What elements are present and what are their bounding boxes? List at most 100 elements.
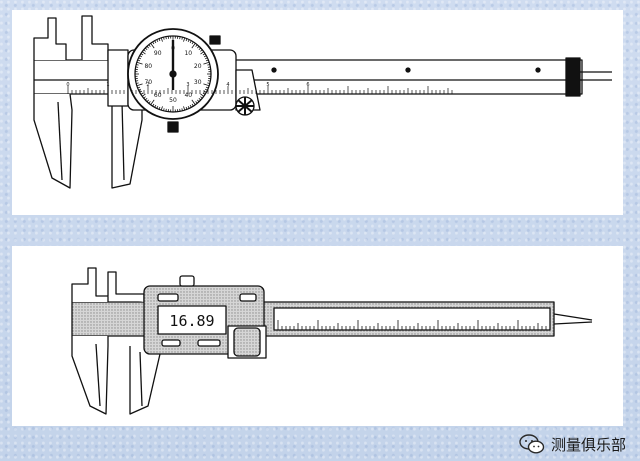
dial-tick [143,96,146,99]
dial-tick [160,37,163,42]
dial-tick [137,59,141,62]
dial-tick [207,64,210,66]
dial-tick [136,61,143,65]
dial-tick [158,106,161,110]
dial-tick [198,98,201,101]
dial-tick [140,53,144,56]
dial-tick [150,43,155,49]
lower-sliding-jaw [111,94,143,189]
dial-tick [189,40,192,44]
dial-tick [152,41,155,45]
dial-number: 70 [144,79,152,86]
dial-tick [163,108,165,111]
dial-tick [142,51,146,55]
dial-tick [160,106,163,111]
dial-tick [200,49,203,52]
dial-tick [140,92,144,95]
dial-tick [204,88,208,91]
dial-tick [200,51,204,55]
digital-scale-strip [273,307,551,331]
dial-tick [203,90,207,93]
dial-tick [142,93,146,97]
dial-number: 50 [169,97,177,104]
dial-number: 40 [184,92,192,99]
dial-tick [181,108,183,111]
dial-tick [205,59,209,62]
dial-tick [138,88,142,91]
dial-tick [181,37,183,40]
digital-caliper-panel: 16.89 [12,246,623,426]
dial-tick [187,105,190,109]
wechat-icon [519,434,545,454]
dial-tick [204,57,208,60]
beam-number: 1 [106,82,109,88]
beam-ticks [67,86,453,94]
digital-scale-ticks [277,320,547,330]
upper-sliding-jaw [81,15,109,60]
dial-tick [200,93,204,97]
dial-tick [136,64,139,66]
dial-tick [183,106,186,111]
dial-tick [154,40,157,44]
digital-button [157,293,179,302]
dial-tick [148,101,151,104]
dial-tick [203,83,210,87]
thumb-roller [233,327,261,357]
dial-ticks [135,36,211,112]
digital-lower-fixed-jaw [71,336,109,415]
dial-tick [146,46,149,49]
dial-tick [183,37,186,42]
watermark: 测量俱乐部 [519,433,626,455]
dial-tick [203,55,207,58]
dial-tick [185,106,188,110]
dial-tick [191,103,194,107]
dial-tick [185,38,188,42]
dial-tick [198,47,201,50]
dial-tick [156,39,159,43]
dial-tick [203,61,210,65]
digital-button [239,293,257,302]
dial-number: 60 [154,92,162,99]
dial-number: 10 [184,50,192,57]
dial-tick [195,44,198,47]
dial-tick [143,49,146,52]
beam-number: 4 [226,82,229,88]
dial-tick [136,83,143,87]
dial-tick [150,99,155,105]
dial-number: 90 [154,50,162,57]
dial-tick [207,82,210,84]
beam-number: 0 [66,82,69,88]
dial-tick [189,104,192,108]
dial-tick [191,43,196,49]
dial-tick [205,86,209,89]
dial-tick [187,39,190,43]
dial-tick [138,57,142,60]
watermark-text: 测量俱乐部 [550,435,626,454]
dial-tick [202,53,206,56]
dial-number: 0 [171,45,175,52]
dial-tick [154,104,157,108]
lcd-display [157,305,227,335]
dial-tick [137,86,141,89]
dial-tick [197,46,200,49]
lcd-readout: 16.89 [169,312,214,330]
digital-upper-fixed-jaw [71,267,109,302]
dial-tick [148,44,151,47]
dial-tick [146,99,149,102]
dial-tick [200,96,203,99]
beam-end-cap [565,57,581,97]
beam-number: 6 [306,82,309,88]
digital-button [197,339,221,347]
beam-number: 5 [266,82,269,88]
dial-number: 30 [194,79,202,86]
dial-tick [191,99,196,105]
dial-tick [145,98,148,101]
digital-button [161,339,181,347]
dial-tick [136,82,139,84]
dial-tick [139,55,143,58]
dial-tick [156,105,159,109]
dial-tick [152,103,155,107]
